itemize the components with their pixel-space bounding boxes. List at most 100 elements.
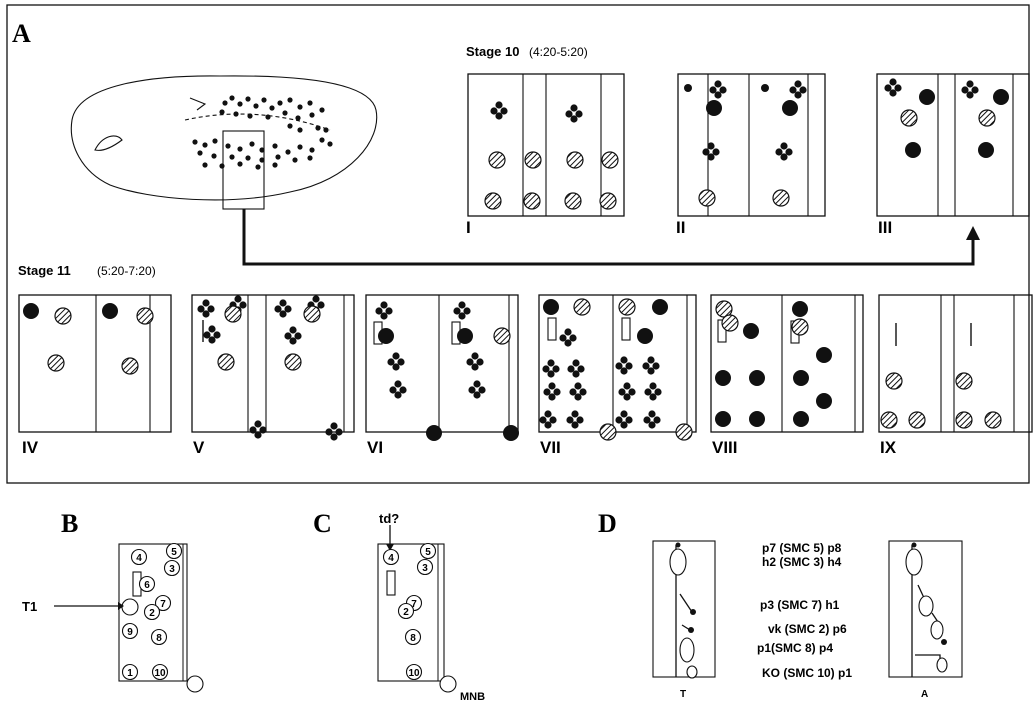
embryo-dot (202, 162, 207, 167)
stage10-label: Stage 10 (466, 44, 519, 59)
embryo-dot (323, 127, 328, 132)
cell-cluster-dot (780, 142, 787, 149)
hatched-cell (886, 373, 902, 389)
hatched-cell (565, 193, 581, 209)
hatched-cell (494, 328, 510, 344)
solid-cell (816, 393, 832, 409)
embryo-dot (237, 101, 242, 106)
cell-cluster-dot (547, 359, 554, 366)
d-right-label: A (921, 689, 928, 700)
cell-cluster-dot (548, 382, 555, 389)
cell-cluster-dot (889, 78, 896, 85)
embryo-dot (295, 115, 300, 120)
solid-cell (706, 100, 722, 116)
hatched-cell (600, 193, 616, 209)
numbered-cell-label: 3 (422, 563, 428, 574)
solid-cell (23, 303, 39, 319)
hatched-cell (485, 193, 501, 209)
cell-cluster-dot (647, 356, 654, 363)
roman-label-2: II (676, 218, 685, 237)
roman-label-4: IV (22, 438, 39, 457)
solid-cell (652, 299, 668, 315)
hatched-cell (792, 319, 808, 335)
solid-cell (905, 142, 921, 158)
cell-cluster-dot (620, 421, 627, 428)
stage-panel-frame (192, 295, 354, 432)
cell-cluster-dot (392, 352, 399, 359)
cell-cluster-dot (458, 312, 465, 319)
cell-cluster-dot (202, 310, 209, 317)
td-label: td? (379, 511, 399, 526)
cell-cluster-dot (714, 91, 721, 98)
cell-cluster-dot (394, 391, 401, 398)
cell-cluster-dot (380, 301, 387, 308)
numbered-cell-label: 4 (136, 553, 142, 564)
cell-cluster-dot (392, 363, 399, 370)
solid-cell (793, 370, 809, 386)
embryo-dot (219, 109, 224, 114)
solid-cell (426, 425, 442, 441)
numbered-cell-label: 2 (403, 607, 409, 618)
roman-label-7: VII (540, 438, 561, 457)
cell-cluster-dot (623, 382, 630, 389)
embryo-dot (197, 150, 202, 155)
embryo-dot (233, 111, 238, 116)
solid-cell (919, 89, 935, 105)
embryo-dot (272, 162, 277, 167)
hatched-cell (489, 152, 505, 168)
stage-panel-frame (879, 295, 1032, 432)
hatched-cell (137, 308, 153, 324)
stage11-label: Stage 11 (18, 263, 71, 278)
solid-cell (749, 370, 765, 386)
cell-cluster-dot (473, 391, 480, 398)
solid-cell (102, 303, 118, 319)
cell-cluster-dot (707, 142, 714, 149)
cell-cluster-dot (312, 295, 319, 302)
cell-cluster-dot (966, 91, 973, 98)
embryo-dot (219, 163, 224, 168)
hatched-cell (602, 152, 618, 168)
numbered-cell-label: 5 (171, 547, 177, 558)
solid-cell (761, 84, 769, 92)
stage10-time: (4:20-5:20) (529, 45, 588, 59)
cell-cluster-dot (620, 356, 627, 363)
d-row-6: KO (SMC 10) p1 (762, 666, 852, 680)
solid-cell (684, 84, 692, 92)
t1-label: T1 (22, 599, 37, 614)
sequence-arrow-line (244, 209, 973, 264)
cell-cluster-dot (547, 370, 554, 377)
cell-cluster-dot (649, 393, 656, 400)
hatched-cell (722, 315, 738, 331)
embryo-dot (292, 157, 297, 162)
hatched-cell (979, 110, 995, 126)
cell-cluster-dot (564, 328, 571, 335)
hatched-cell (48, 355, 64, 371)
embryo-dot (265, 114, 270, 119)
cell-cluster-dot (564, 339, 571, 346)
hatched-cell (985, 412, 1001, 428)
hatched-cell (304, 306, 320, 322)
cell-cluster-dot (714, 80, 721, 87)
d-row-1: p7 (SMC 5) p8 (762, 541, 842, 555)
embryo-dot (192, 139, 197, 144)
solid-cell (715, 370, 731, 386)
panel-d-a-lineage (889, 541, 962, 677)
cell-cluster-dot (548, 393, 555, 400)
embryo-dot (253, 103, 258, 108)
cell-cluster-dot (279, 310, 286, 317)
embryo-dot (319, 107, 324, 112)
roman-label-9: IX (880, 438, 897, 457)
embryo-dot (261, 97, 266, 102)
embryo-dot (255, 164, 260, 169)
roman-label-6: VI (367, 438, 383, 457)
cell-cluster-dot (254, 431, 261, 438)
embryo-dot (327, 141, 332, 146)
cell-cluster-dot (780, 153, 787, 160)
cell-cluster-dot (889, 89, 896, 96)
hatched-cell (881, 412, 897, 428)
arrow-head-icon (966, 226, 980, 240)
cell-cluster-dot (495, 112, 502, 119)
cell-cluster-dot (707, 153, 714, 160)
d-row-4: vk (SMC 2) p6 (768, 622, 847, 636)
cell-cluster-dot (471, 363, 478, 370)
